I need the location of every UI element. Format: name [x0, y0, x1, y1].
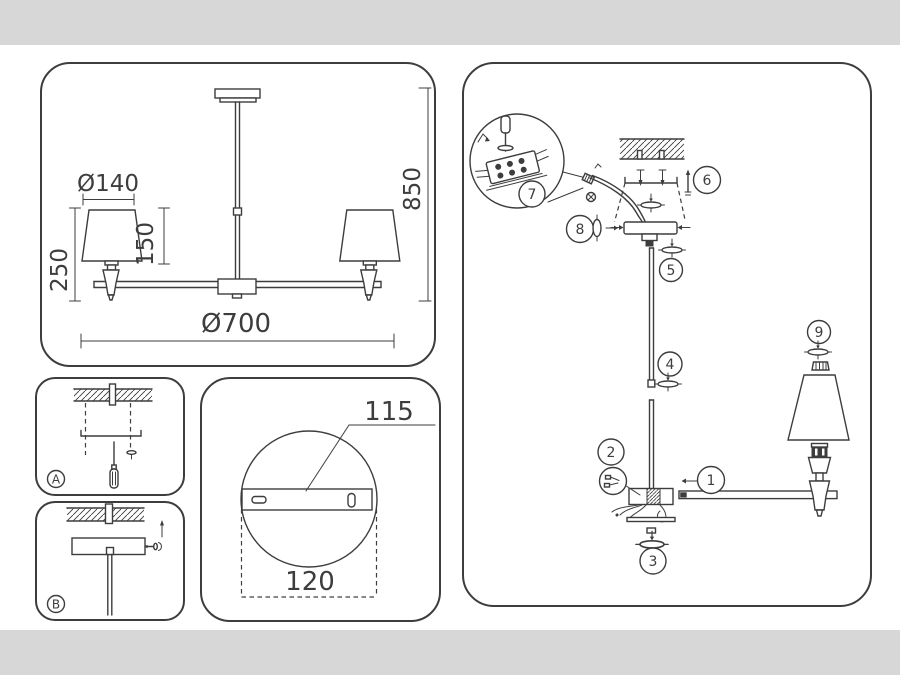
wing-nut-icon	[657, 238, 687, 258]
bracket-length-label: 115	[364, 397, 414, 427]
step-1-badge	[696, 465, 726, 495]
candle-holder	[808, 480, 831, 517]
step-2-item: 2	[597, 438, 641, 496]
step-6-item: 6	[684, 165, 722, 196]
shade-diameter-label: Ø140	[77, 171, 139, 197]
step-4-label: 4	[666, 357, 675, 373]
step-3-item: 3	[634, 530, 670, 575]
ceiling	[619, 138, 685, 160]
ceiling	[73, 383, 153, 406]
step-a-badge: A	[46, 469, 66, 489]
rod-lower	[648, 399, 655, 490]
up-arrow-icon	[160, 520, 164, 538]
step-5-item: 5	[657, 238, 687, 283]
wire-icon	[477, 133, 490, 143]
step-2-label: 2	[607, 445, 616, 461]
step-1-label: 1	[707, 473, 716, 489]
dimension-shade-drop: 250	[47, 207, 81, 302]
step-4-badge	[657, 351, 683, 377]
bracket-screw-icon	[658, 169, 667, 186]
lampshade	[787, 374, 850, 441]
rod-upper	[647, 247, 656, 388]
terminal-block-icon	[475, 149, 549, 191]
step-9-label: 9	[815, 325, 824, 341]
step-b-panel: B	[35, 501, 185, 621]
step-b-drawing: B	[46, 503, 164, 616]
shade-drop-label: 250	[47, 248, 73, 292]
step-7-badge	[518, 180, 546, 208]
lamp-socket	[807, 442, 832, 482]
step-8-item: 8	[565, 214, 618, 244]
wing-nut-icon	[803, 340, 833, 360]
lampshade-left	[81, 209, 143, 301]
assembly-panel: 6	[462, 62, 872, 607]
side-screw-icon	[144, 542, 162, 551]
step-b-badge: B	[46, 594, 66, 614]
step-b-label: B	[52, 598, 60, 612]
step-6-badge	[692, 165, 722, 195]
dimension-plate-diameter: 120	[240, 509, 378, 598]
mount-plate-drawing: 115 120	[240, 397, 436, 598]
wire-detail-callout	[598, 466, 628, 496]
step-5-badge	[658, 257, 684, 283]
shade-height-label: 150	[133, 222, 159, 266]
mount-plate-panel: 115 120	[200, 377, 441, 622]
step-a-drawing: A	[46, 383, 153, 489]
step-2-badge	[597, 438, 625, 466]
dimension-shade-diameter: Ø140	[77, 171, 139, 206]
dimension-total-height: 850	[400, 87, 432, 302]
chandelier-front-view: Ø140 250 150 850	[47, 87, 432, 349]
canopy-plate-bottom-view	[240, 430, 378, 568]
plate-diameter-label: 120	[285, 567, 335, 597]
total-width-label: Ø700	[201, 309, 271, 339]
step-6-label: 6	[703, 173, 712, 189]
ceiling	[66, 503, 145, 525]
bracket-screw-icon	[636, 169, 645, 186]
wing-nut-icon	[636, 193, 666, 213]
screwdriver-icon	[497, 115, 514, 152]
step-7-label: 7	[528, 187, 537, 203]
dimension-bracket-length: 115	[305, 397, 436, 492]
arm-bar	[678, 490, 838, 500]
step-a-panel: A	[35, 377, 185, 496]
canopy-plate	[71, 537, 146, 616]
wiring-callout: 7	[469, 113, 587, 209]
step-3-badge	[639, 547, 667, 575]
step-3-label: 3	[649, 554, 658, 570]
screw-icon	[126, 449, 137, 460]
wire-connector-icon	[581, 163, 602, 203]
step-1-item: 1	[681, 465, 726, 495]
step-a-label: A	[52, 473, 61, 487]
dimension-shade-height: 150	[133, 207, 170, 266]
dimension-total-width: Ø700	[80, 309, 395, 349]
dimensions-panel: Ø140 250 150 850	[40, 62, 436, 367]
step-5-label: 5	[667, 263, 676, 279]
step-8-label: 8	[576, 222, 585, 238]
mount-bracket	[613, 169, 687, 223]
wing-nut-icon	[653, 372, 683, 392]
lamp-stack: 9	[787, 319, 850, 517]
chandelier-canopy-rod	[214, 88, 261, 299]
letterbox-top	[0, 0, 900, 45]
step-9-badge	[806, 319, 832, 345]
step-4-item: 4	[653, 351, 683, 392]
hub-cover-plate	[626, 516, 676, 523]
central-hub	[611, 487, 676, 534]
total-height-label: 850	[400, 167, 426, 211]
mount-bracket-alignment	[80, 403, 142, 455]
lampshade-right	[338, 209, 401, 301]
letterbox-bottom	[0, 630, 900, 675]
canopy-assembly	[589, 174, 691, 247]
shade-ring-icon	[811, 361, 830, 371]
assembly-drawing: 6	[469, 113, 850, 575]
screwdriver-icon	[109, 441, 119, 489]
